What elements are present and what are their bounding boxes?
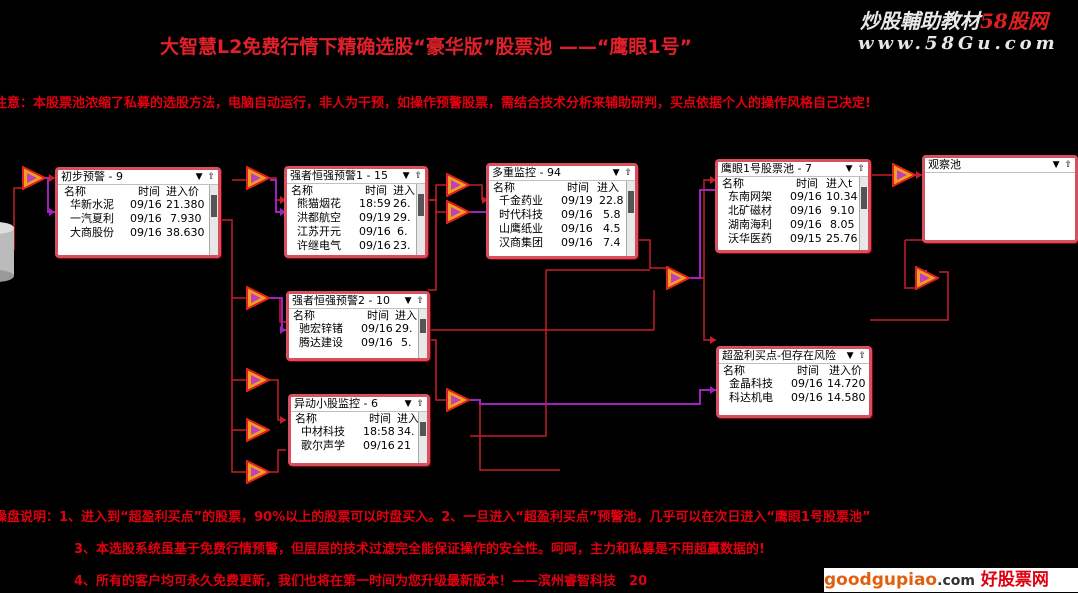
panel-title: 超盈利买点-但存在风险 [722,349,836,362]
filter-gate-icon[interactable] [22,166,46,190]
filter-gate-icon[interactable] [446,200,470,224]
panel-title: 强者恒强预警1 - 15 [290,169,388,182]
menu-close-icon[interactable]: ▼ ⇧ [845,164,866,174]
database-icon [0,222,14,282]
notice-text: 注意：本股票池浓缩了私募的选股方法，电脑自动运行，非人为干预，如操作预警股票，需… [0,96,871,111]
filter-gate-icon[interactable] [246,368,270,392]
filter-gate-icon[interactable] [666,266,690,290]
scrollbar[interactable] [416,184,425,255]
column-header: 名称时间进入t [722,177,853,190]
menu-close-icon[interactable]: ▼ ⇧ [404,399,425,409]
filter-gate-icon[interactable] [246,418,270,442]
menu-close-icon[interactable]: ▼ ⇧ [1052,160,1073,170]
filter-gate-icon[interactable] [915,266,939,290]
panel-header[interactable]: 多重监控 - 94 ▼ ⇧ [489,166,635,181]
panel-header[interactable]: 强者恒强预警2 - 10 ▼ ⇧ [289,294,427,309]
filter-gate-icon[interactable] [246,460,270,484]
column-header: 名称时间进入 [293,309,417,322]
scrollbar[interactable] [418,309,427,358]
filter-gate-icon[interactable] [892,163,916,187]
menu-close-icon[interactable]: ▼ ⇧ [402,171,423,181]
scrollbar[interactable] [626,181,635,256]
menu-close-icon[interactable]: ▼ ⇧ [195,172,216,182]
panel-title: 观察池 [928,158,961,171]
brand-highlight: 58股网 [980,9,1048,33]
operation-note-4: 4、所有的客户均可永久免费更新，我们也将在第一时间为您升级最新版本！——滨州睿智… [74,574,648,589]
scrollbar[interactable] [859,177,868,250]
panel-header[interactable]: 鹰眼1号股票池 - 7 ▼ ⇧ [718,162,868,177]
brand-logo: 炒股輔助教材58股网 [860,5,1048,34]
footer-watermark: goodgupiao.com 好股票网 [824,568,1078,592]
filter-gate-icon[interactable] [246,166,270,190]
panel-title: 强者恒强预警2 - 10 [292,294,390,307]
brand-url: www.58Gu.com [858,33,1059,54]
column-header: 名称时间进入 [295,412,419,425]
panel-header[interactable]: 强者恒强预警1 - 15 ▼ ⇧ [287,169,425,184]
panel-header[interactable]: 异动小股监控 - 6 ▼ ⇧ [291,397,427,412]
operation-note-1: 操盘说明：1、进入到“超盈利买点”的股票，90%以上的股票可以时盘买入。2、一旦… [0,510,871,525]
scrollbar[interactable] [209,185,218,255]
menu-close-icon[interactable]: ▼ ⇧ [846,351,867,361]
filter-gate-icon[interactable] [246,286,270,310]
panel-header[interactable]: 超盈利买点-但存在风险 ▼ ⇧ [719,349,869,364]
filter-gate-icon[interactable] [446,388,470,412]
panel-header[interactable]: 初步预警 - 9 ▼ ⇧ [58,170,218,185]
panel-observation-pool[interactable]: 观察池 ▼ ⇧ [922,155,1078,243]
operation-note-3: 3、本选股系统虽基于免费行情预警，但层层的技术过滤完全能保证操作的安全性。呵呵，… [74,542,765,557]
menu-close-icon[interactable]: ▼ ⇧ [404,296,425,306]
menu-close-icon[interactable]: ▼ ⇧ [612,168,633,178]
panel-title: 初步预警 - 9 [61,170,123,183]
column-header: 名称时间进入价 [723,364,862,377]
filter-gate-icon[interactable] [446,173,470,197]
panel-title: 异动小股监控 - 6 [294,397,378,410]
panel-title: 鹰眼1号股票池 - 7 [721,162,812,175]
panel-title: 多重监控 - 94 [492,166,561,179]
page-title: 大智慧L2免费行情下精确选股“豪华版”股票池 ——“鹰眼1号” [160,36,693,58]
scrollbar[interactable] [418,412,427,463]
panel-header[interactable]: 观察池 ▼ ⇧ [925,158,1075,173]
column-header: 名称时间进入 [493,181,619,194]
brand-text: 炒股輔助教材 [860,9,980,33]
column-header: 名称时间进入 [291,184,415,197]
column-header: 名称时间进入价 [64,185,199,198]
